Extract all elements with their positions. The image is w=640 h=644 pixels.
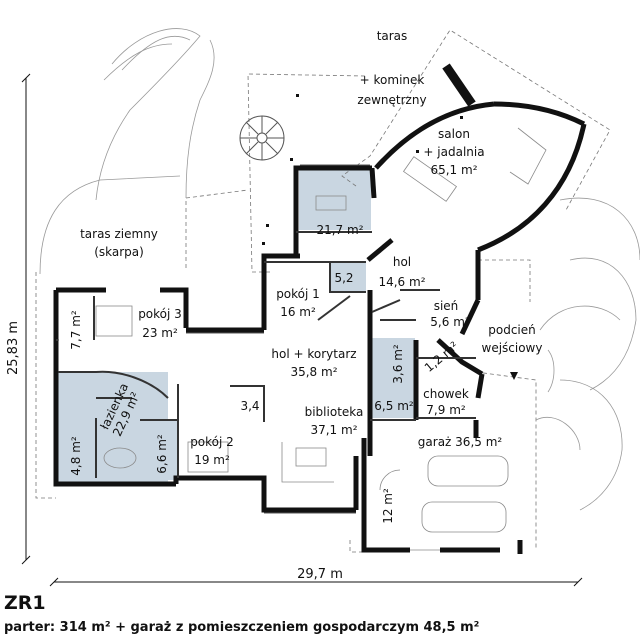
landscape-curves (39, 28, 640, 511)
label-pokoj3-2: 23 m² (142, 326, 178, 340)
door-arc-icon (379, 469, 401, 491)
label-hol-2: 14,6 m² (378, 275, 425, 289)
wc1-fill (330, 262, 366, 292)
label-pokoj3-1: pokój 3 (138, 307, 182, 321)
spiral-stair-icon (239, 115, 285, 161)
label-sien-1: sień (434, 299, 459, 313)
width-label: 29,7 m (297, 567, 343, 582)
walls (53, 63, 587, 554)
car-1-icon (427, 455, 509, 487)
car-2-icon (421, 501, 507, 533)
label-spizarnia: 3,6 m² (391, 344, 405, 384)
label-salon-3: 65,1 m² (430, 163, 477, 177)
height-dimension (21, 73, 31, 565)
label-podcien-2: wejściowy (482, 341, 543, 355)
label-salon-2: + jadalnia (423, 145, 484, 159)
label-lazienka2: 6,6 m² (155, 434, 169, 474)
wet-rooms (58, 170, 416, 482)
label-garaz: garaż 36,5 m² (418, 435, 503, 449)
library-table-icon (295, 447, 327, 467)
spizarnia-fill (390, 340, 416, 390)
label-salon-1: salon (438, 127, 470, 141)
label-hol-korytarz-1: hol + korytarz (271, 347, 356, 361)
dining-table-icon (402, 156, 458, 202)
floor-plan: 25,83 m 29,7 m taras + kominek zewnętrzn… (6, 28, 640, 587)
entrance-arrow-icon (510, 372, 518, 380)
label-taras-ziemny-2: (skarpa) (94, 245, 144, 259)
kitchen-island-icon (315, 195, 347, 211)
label-chowek-1: chowek (423, 387, 469, 401)
label-kotlownia: 6,5 m² (374, 399, 414, 413)
label-pokoj2-2: 19 m² (194, 453, 230, 467)
sofa-library-icon (281, 442, 334, 483)
label-taras-ziemny-1: taras ziemny (80, 227, 158, 241)
label-garderoba3: 7,7 m² (69, 310, 83, 350)
windows (56, 164, 370, 514)
kitchen-fill (299, 170, 371, 230)
label-taras-kominek-1: taras (377, 29, 408, 43)
bed-room2-icon (187, 441, 229, 473)
partitions (58, 231, 476, 478)
bathroom2-fill (140, 420, 178, 480)
label-taras-kominek-2: + kominek (360, 73, 425, 87)
label-biblioteka-2: 37,1 m² (310, 423, 357, 437)
label-pokoj2-1: pokój 2 (190, 435, 234, 449)
label-pom-gosp: 12 m² (381, 488, 395, 524)
label-sien-2: 5,6 m² (430, 315, 470, 329)
label-taras-kominek-3: zewnętrzny (357, 93, 426, 107)
area-summary: parter: 314 m² + garaż z pomieszczeniem … (4, 620, 480, 635)
label-wc1: 5,2 (334, 271, 353, 285)
label-pokoj1-1: pokój 1 (276, 287, 320, 301)
label-pokoj1-2: 16 m² (280, 305, 316, 319)
furniture (95, 127, 547, 551)
bathtub-icon (103, 447, 137, 469)
label-hol-korytarz-2: 35,8 m² (290, 365, 337, 379)
label-podcien-1: podcień (488, 323, 536, 337)
sofa-salon-icon (509, 127, 547, 185)
label-kuchnia: 21,7 m² (316, 223, 363, 237)
project-code: ZR1 (4, 592, 46, 614)
width-dimension (49, 577, 583, 587)
label-hol-1: hol (393, 255, 411, 269)
label-garderoba-laz: 4,8 m² (69, 436, 83, 476)
column-dots (262, 94, 463, 245)
bed-room3-icon (95, 305, 133, 337)
label-wc2: 3,4 (240, 399, 259, 413)
label-chowek-2: 7,9 m² (426, 403, 466, 417)
height-label: 25,83 m (6, 321, 21, 375)
label-biblioteka-1: biblioteka (305, 405, 364, 419)
